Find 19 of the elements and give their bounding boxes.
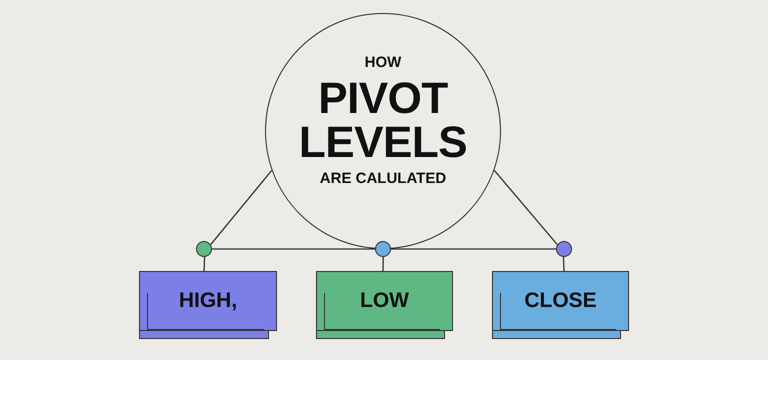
connector-line xyxy=(391,248,556,250)
subtitle-text: HOW xyxy=(364,54,402,71)
connector-dot xyxy=(375,241,391,257)
connector-dot xyxy=(556,241,572,257)
connector-line xyxy=(203,256,206,272)
box-label: CLOSE xyxy=(524,289,597,313)
connector-line xyxy=(382,256,384,272)
box-label: HIGH, xyxy=(178,289,238,313)
connector-line xyxy=(210,170,272,245)
connector-dot xyxy=(196,241,212,257)
box-label: LOW xyxy=(360,289,409,313)
connector-line xyxy=(212,248,375,250)
connector-line xyxy=(494,170,558,246)
label-box xyxy=(492,271,629,331)
label-box xyxy=(316,271,453,331)
subtitle-text: ARE CALULATED xyxy=(320,171,446,188)
connector-line xyxy=(562,256,565,272)
title-text: PIVOT LEVELS xyxy=(298,77,468,165)
label-box xyxy=(139,271,277,331)
